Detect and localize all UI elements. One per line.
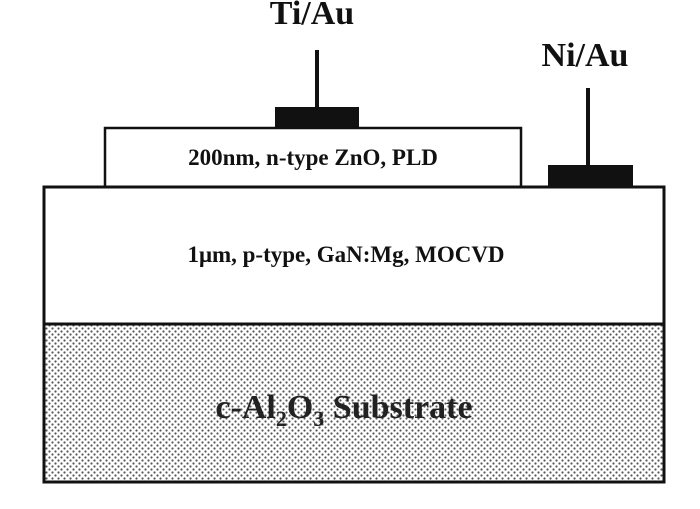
substrate-layer	[42, 322, 666, 484]
zno-layer-label: 200nm, n-type ZnO, PLD	[188, 145, 438, 170]
top-contact-pad	[275, 107, 359, 128]
side-contact-label: Ni/Au	[542, 37, 629, 74]
gan-layer-label: 1μm, p-type, GaN:Mg, MOCVD	[187, 242, 504, 267]
gan-layer	[42, 185, 666, 326]
side-contact-pad	[548, 165, 633, 187]
top-contact-label: Ti/Au	[270, 0, 354, 32]
zno-layer	[103, 126, 523, 189]
substrate-label: c-Al2O3 Substrate	[215, 389, 472, 431]
